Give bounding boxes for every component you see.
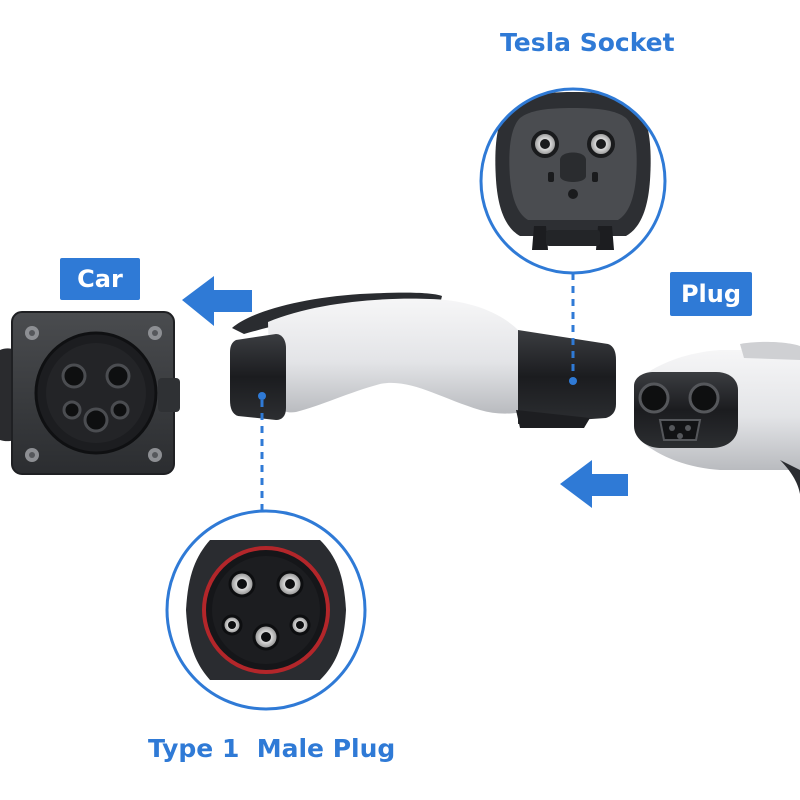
type1-male-plug-label: Type 1 Male Plug (148, 734, 396, 763)
type1-plug-callout (165, 509, 367, 711)
arrow-left-icon (560, 460, 628, 508)
arrow-left-icon (182, 276, 252, 326)
tesla-socket-callout (479, 87, 667, 275)
plug-label: Plug (670, 272, 752, 316)
car-label: Car (60, 258, 140, 300)
tesla-plug (634, 341, 800, 494)
adapter-body (230, 292, 616, 428)
car-inlet (0, 311, 180, 475)
tesla-socket-label: Tesla Socket (500, 28, 675, 57)
